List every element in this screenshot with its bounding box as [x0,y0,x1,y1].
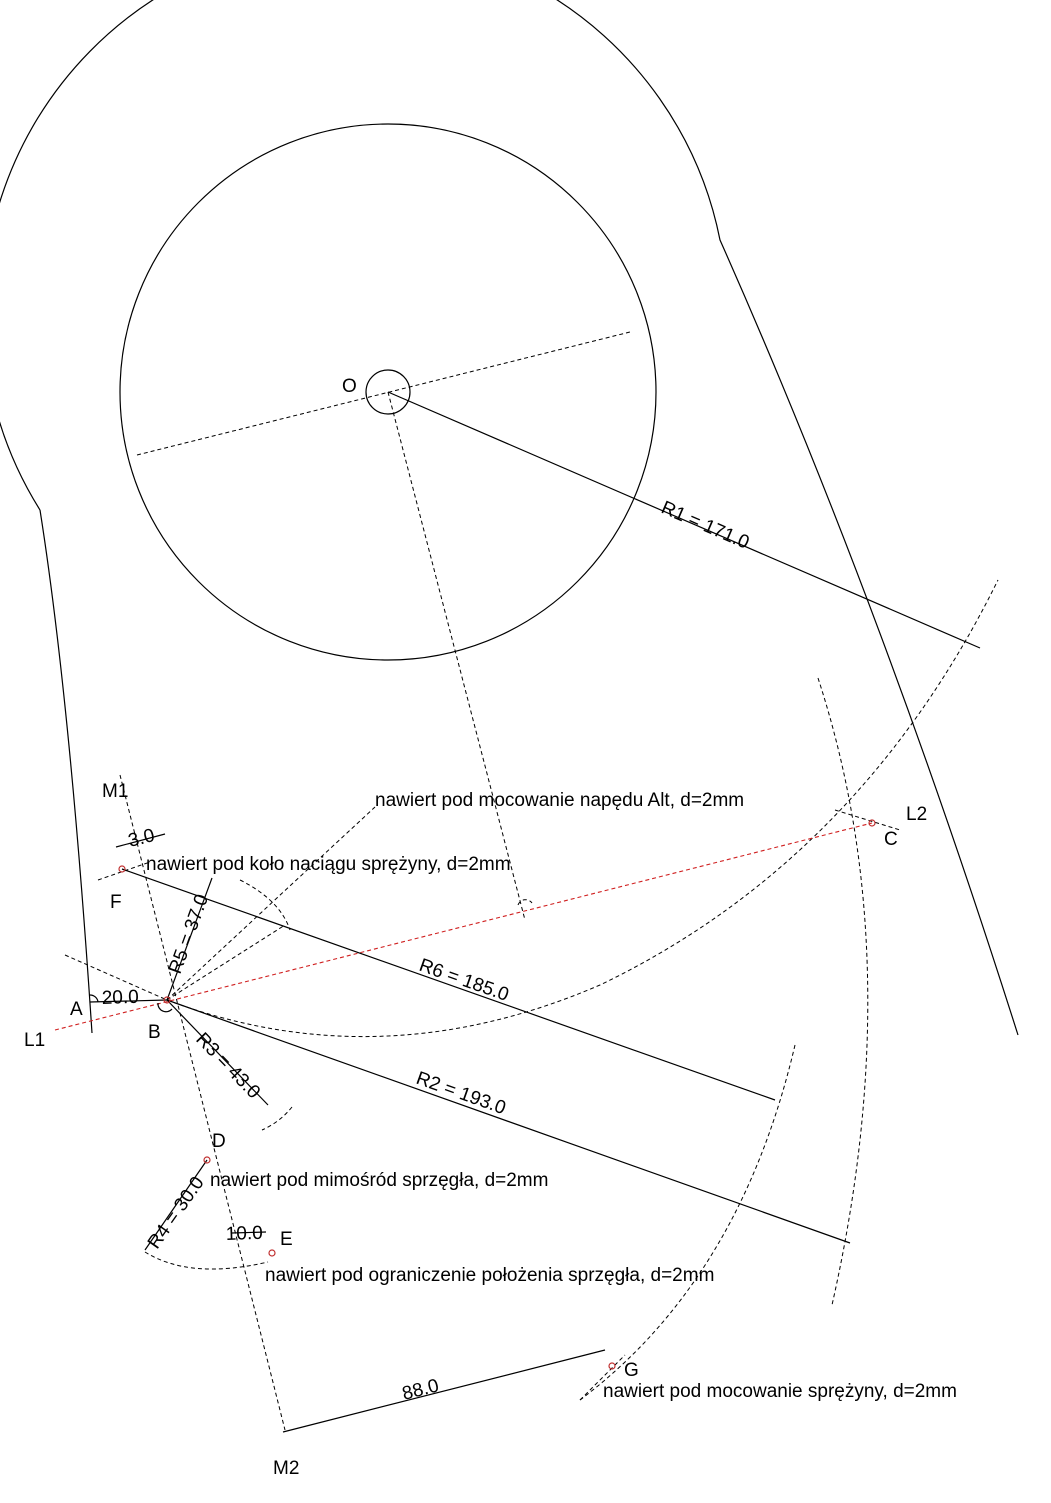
note-alt-drive: nawiert pod mocowanie napędu Alt, d=2mm [375,790,744,811]
e-dim-line [231,1231,267,1234]
label-m1: M1 [102,781,128,802]
outer-contour [0,0,1019,1036]
dim-offset-f: 3.0 [126,825,157,852]
label-c: C [884,829,898,850]
arc-right-2 [579,1044,796,1401]
hub-circle [365,369,411,415]
label-f: F [110,892,122,913]
point-f [118,865,126,873]
arc-r4 [144,1251,269,1270]
dim-r4: R4 = 30.0 [144,1173,209,1253]
dim-r6: R6 = 185.0 [416,955,511,1006]
o-vertical-axis [387,391,526,921]
label-a: A [70,999,83,1020]
leader-alt [166,806,376,1001]
r5-line [166,877,213,1001]
point-d [203,1156,211,1164]
arc-a [64,954,168,1001]
r3-line [166,999,269,1106]
label-b: B [148,1022,161,1043]
dim-r1: R1 = 171.0 [658,497,752,553]
dim-angle-a: 20.0 [101,987,139,1009]
angle-arc [89,994,99,1003]
arc-r2-main [166,579,999,1038]
line-l1-l2 [54,822,873,1031]
r2-line [166,999,851,1244]
point-b [163,996,171,1004]
leader-b [166,924,286,1001]
arc-r3 [261,1106,293,1131]
label-l2: L2 [906,804,927,825]
perpendicular-marker [517,899,533,906]
label-m2: M2 [273,1458,299,1479]
note-clutch-limit: nawiert pod ograniczenie położenia sprzę… [265,1265,714,1286]
b-angle-arc [157,1002,173,1013]
g-tick [579,1354,626,1401]
inner-circle [119,123,657,661]
left-contour [39,509,93,1034]
dim-offset-e: 10.0 [225,1223,263,1245]
line-m1-m2 [119,774,286,1431]
arc-r5 [239,879,291,931]
dim-r3: R3 = 43.0 [191,1029,264,1103]
c-tick [834,809,901,831]
dim-88: 88.0 [400,1375,441,1404]
label-e: E [280,1229,293,1250]
a-line [89,999,168,1003]
label-g: G [624,1360,639,1381]
note-spring-wheel: nawiert pod koło naciągu sprężyny, d=2mm [146,854,511,875]
point-c [868,819,876,827]
center-axis [136,331,631,456]
label-o: O [342,376,357,397]
dim-88-line [282,1349,606,1433]
f-dim-line [115,833,166,848]
note-clutch-eccentric: nawiert pod mimośród sprzęgła, d=2mm [210,1170,548,1191]
note-spring-mount: nawiert pod mocowanie sprężyny, d=2mm [603,1381,957,1402]
dim-r2: R2 = 193.0 [413,1068,508,1119]
f-tick [97,861,151,881]
point-g [608,1362,616,1370]
r6-line [121,868,776,1101]
point-e [268,1249,276,1257]
r1-line [387,391,981,649]
arc-right-1 [817,677,869,1306]
label-d: D [212,1131,226,1152]
label-l1: L1 [24,1030,45,1051]
r4-line [144,1159,208,1251]
